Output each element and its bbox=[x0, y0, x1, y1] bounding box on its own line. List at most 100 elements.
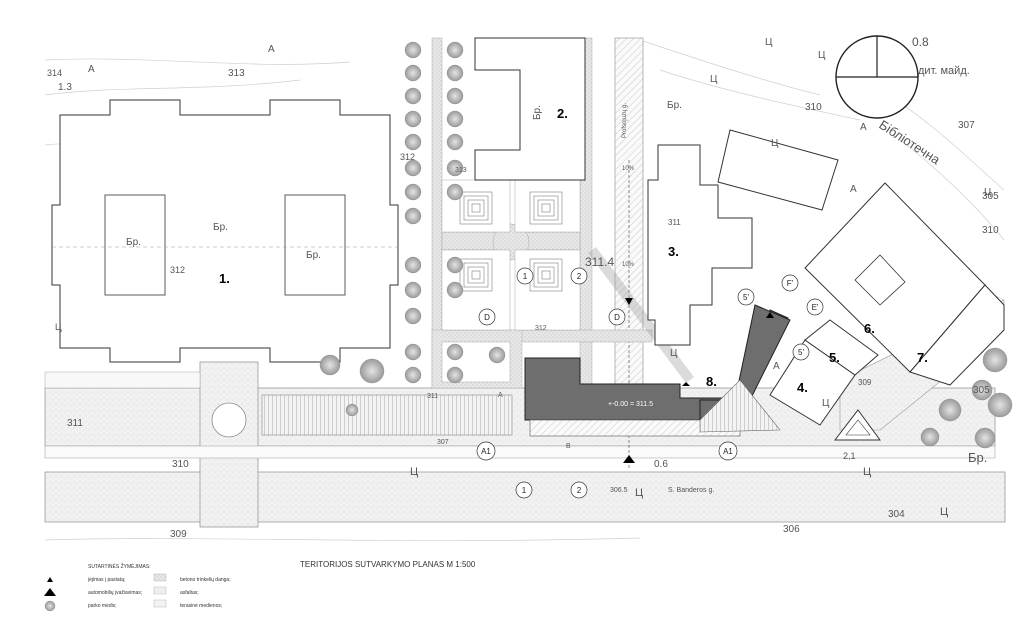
legend-item-2: automobilių įvažiavimas; bbox=[88, 590, 142, 596]
elev-310-left: 310 bbox=[172, 459, 189, 470]
building-4-number: 4. bbox=[797, 380, 808, 395]
garage-block bbox=[717, 129, 839, 211]
legend-item-1: įėjimas į pastatą; bbox=[88, 577, 125, 583]
label-ts-7: Ц bbox=[635, 487, 643, 499]
code-1-3: 1.3 bbox=[58, 82, 72, 93]
legend-entrance-icon bbox=[47, 577, 53, 582]
marker-a1-right-label: A1 bbox=[723, 447, 733, 456]
elev-0-6: 0.6 bbox=[654, 459, 668, 470]
building-3-number: 3. bbox=[668, 244, 679, 259]
level-mark: +-0.00 = 311.5 bbox=[608, 401, 653, 408]
building-1-court-left bbox=[104, 194, 166, 296]
label-a-2: А bbox=[850, 184, 857, 195]
building-5 bbox=[804, 319, 879, 376]
elev-313-court: 313 bbox=[455, 167, 467, 174]
legend-item-5: asfaltas; bbox=[180, 590, 199, 596]
triangle-planter-inner bbox=[845, 419, 871, 436]
marker-f-label: F' bbox=[787, 279, 794, 288]
legend-heading: SUTARTINĖS ŽYMĖJIMAS: bbox=[88, 562, 151, 570]
legend-item-3: parko medis; bbox=[88, 603, 117, 609]
label-a-left: А bbox=[88, 64, 95, 75]
elev-307: 307 bbox=[437, 439, 449, 446]
slope-2: 10% bbox=[622, 262, 635, 268]
marker-5p-top-label: 5' bbox=[743, 293, 749, 302]
elev-312-court: 312 bbox=[400, 152, 415, 162]
elev-306-5: 306.5 bbox=[610, 487, 628, 494]
marker-d-left-label: D bbox=[484, 313, 490, 322]
street-profsoyuz: Profsojuzų g. bbox=[622, 103, 628, 138]
legend-asphalt-swatch bbox=[153, 586, 167, 595]
marker-1-top bbox=[516, 267, 534, 285]
legend-item-4: betono trinkelių danga; bbox=[180, 577, 231, 583]
building-3 bbox=[647, 144, 753, 346]
marker-d-left bbox=[478, 308, 496, 326]
section-b: B bbox=[566, 443, 571, 450]
label-ts-8: Ц bbox=[863, 466, 871, 478]
label-a-3: А bbox=[773, 361, 780, 372]
code-314: 314 bbox=[47, 68, 62, 78]
marker-f bbox=[781, 274, 799, 292]
label-ts-3: Ц bbox=[818, 50, 826, 61]
marker-a1-right bbox=[718, 441, 738, 461]
marker-2-top-label: 2 bbox=[577, 272, 582, 281]
elev-307-top: 307 bbox=[958, 120, 975, 131]
label-ts-left: Ц bbox=[55, 322, 62, 332]
elev-2-1: 2,1 bbox=[843, 451, 856, 461]
br-label-2: Бр. bbox=[306, 250, 321, 261]
marker-a1-left-label: A1 bbox=[481, 447, 491, 456]
marker-d-right-label: D bbox=[614, 313, 620, 322]
diagonal-path bbox=[588, 246, 694, 384]
elev-312-b1: 312 bbox=[170, 265, 185, 275]
triangle-planter bbox=[833, 409, 881, 441]
building-8-stairs bbox=[699, 379, 781, 433]
elev-313: 313 bbox=[228, 68, 245, 79]
label-ts-4: Ц bbox=[771, 138, 779, 149]
label-ts-10: Ц bbox=[822, 398, 830, 409]
elev-311-4: 311.4 bbox=[585, 255, 614, 269]
street-bandera: S. Banderos g. bbox=[668, 487, 714, 494]
building-7 bbox=[909, 284, 1005, 386]
building-1-court-right bbox=[284, 194, 346, 296]
legend-paving-swatch bbox=[153, 573, 167, 582]
br-label-1: Бр. bbox=[126, 237, 141, 248]
slope-1: 10% bbox=[622, 166, 635, 172]
building-1 bbox=[51, 99, 399, 363]
compass-value: 0.8 bbox=[912, 35, 929, 49]
label-ts-11: Ц bbox=[984, 187, 992, 198]
building-6-roof bbox=[854, 254, 906, 306]
legend-car-icon bbox=[44, 588, 56, 596]
elev-310-right: 310 bbox=[982, 225, 999, 236]
elev-306: 306 bbox=[783, 524, 800, 535]
marker-2-bottom-label: 2 bbox=[577, 486, 582, 495]
marker-e-label: E' bbox=[812, 303, 819, 312]
building-7-number: 7. bbox=[917, 350, 928, 365]
plan-title: TERITORIJOS SUTVARKYMO PLANAS M 1:500 bbox=[300, 560, 476, 569]
marker-2-top bbox=[570, 267, 588, 285]
label-a-top: А bbox=[268, 44, 275, 55]
label-ts-9: Ц bbox=[940, 506, 948, 518]
br-label-3: Бр. bbox=[213, 222, 228, 233]
roundabout-island bbox=[211, 402, 247, 438]
br-label-4: Бр. bbox=[667, 100, 682, 111]
legend-deck-swatch bbox=[153, 599, 167, 608]
marker-5p-top bbox=[737, 288, 755, 306]
building-5-number: 5. bbox=[829, 350, 840, 365]
building-2 bbox=[474, 37, 586, 181]
sidewalk bbox=[44, 445, 996, 459]
compass-label: дит. майд. bbox=[918, 65, 970, 77]
parking-area bbox=[261, 394, 513, 436]
marker-d-right bbox=[608, 308, 626, 326]
elev-311-left: 311 bbox=[67, 418, 83, 429]
marker-1-bottom bbox=[515, 481, 533, 499]
marker-e bbox=[806, 298, 824, 316]
marker-1-top-label: 1 bbox=[523, 272, 528, 281]
br-label-5: Бр. bbox=[968, 450, 987, 465]
marker-1-bottom-label: 1 bbox=[522, 486, 527, 495]
elev-311-b3: 311 bbox=[668, 218, 681, 227]
building-6-number: 6. bbox=[864, 321, 875, 336]
legend-tree-icon bbox=[44, 600, 56, 612]
